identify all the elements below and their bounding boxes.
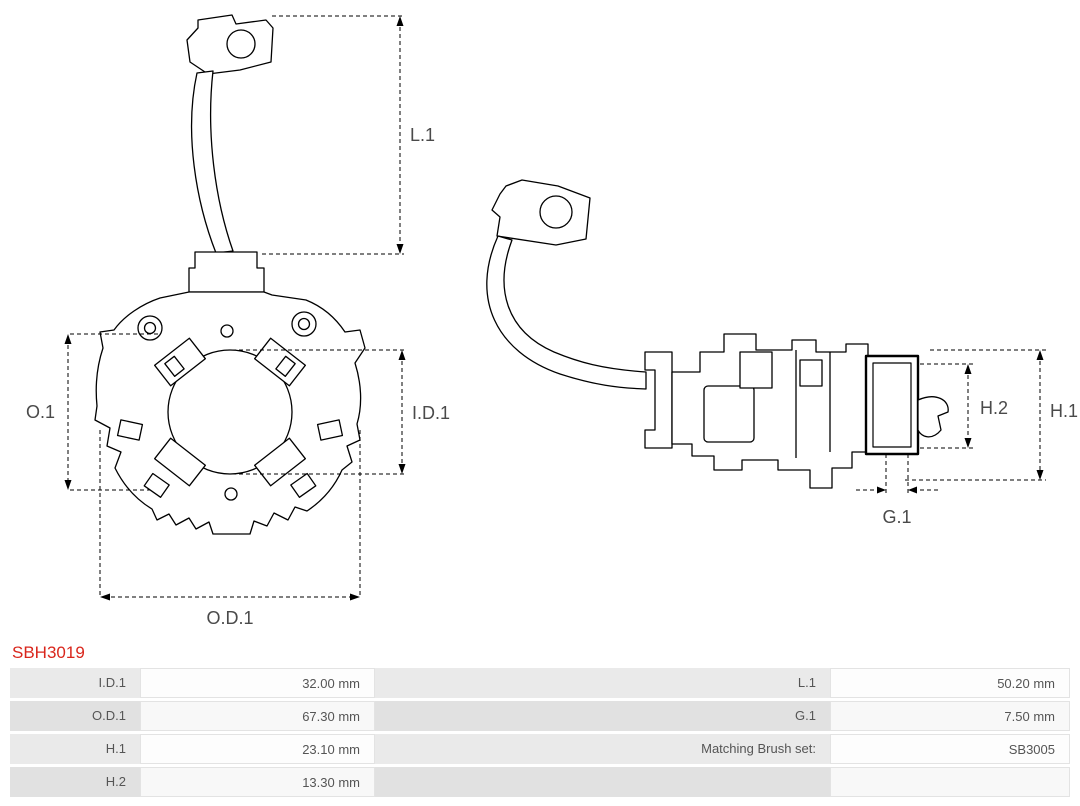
spec-label: O.D.1 [10, 701, 140, 731]
side-body-details [703, 350, 831, 458]
dim-label-h2: H.2 [980, 398, 1008, 418]
side-bracket [644, 351, 673, 449]
dimension-g1 [856, 454, 938, 496]
spec-value: 32.00 mm [140, 668, 375, 698]
inner-bore [167, 349, 293, 475]
lug-hole [226, 29, 256, 59]
spec-value: 23.10 mm [140, 734, 375, 764]
dim-label-id1: I.D.1 [412, 403, 450, 423]
lug-hole-side [539, 195, 573, 229]
spec-value: SB3005 [830, 734, 1070, 764]
connector-block [188, 251, 265, 293]
dimension-arrowheads [64, 16, 1044, 601]
lead-wire-side [486, 235, 647, 390]
dimension-h2 [920, 363, 974, 449]
part-number: SBH3019 [12, 643, 85, 662]
spec-label: H.2 [10, 767, 140, 797]
dim-label-h1: H.1 [1050, 401, 1078, 421]
spec-label: I.D.1 [10, 668, 140, 698]
spec-label: Matching Brush set: [375, 734, 830, 764]
spec-value: 67.30 mm [140, 701, 375, 731]
dimensions-front [67, 15, 406, 598]
spec-label: L.1 [375, 668, 830, 698]
spec-table: I.D.1 32.00 mm L.1 50.20 mm O.D.1 67.30 … [10, 668, 1070, 797]
spec-label [375, 767, 830, 797]
dimension-o1 [67, 333, 158, 491]
terminal-lug [186, 14, 274, 75]
dimensions-side [856, 349, 1046, 496]
rim-clips [116, 419, 344, 498]
hook-clip [917, 396, 949, 438]
lead-wire [190, 70, 234, 254]
dim-label-o1: O.1 [26, 402, 55, 422]
dimension-h1 [905, 349, 1046, 481]
technical-drawing: L.1 O.1 I.D.1 O.D.1 H.2 H.1 G.1 [26, 14, 1078, 628]
dimension-id1 [232, 349, 406, 475]
terminal-lug-side [491, 179, 591, 246]
spec-value: 13.30 mm [140, 767, 375, 797]
dimension-labels: L.1 O.1 I.D.1 O.D.1 H.2 H.1 G.1 [26, 125, 1078, 628]
dim-label-od1: O.D.1 [206, 608, 253, 628]
rivet-holes [137, 311, 317, 501]
front-view [94, 14, 366, 535]
dim-label-g1: G.1 [882, 507, 911, 527]
spec-value [830, 767, 1070, 797]
spec-label: H.1 [10, 734, 140, 764]
dim-label-l1: L.1 [410, 125, 435, 145]
carbon-brush [864, 354, 920, 456]
dimension-od1 [99, 430, 361, 598]
spec-value: 7.50 mm [830, 701, 1070, 731]
dimension-l1 [262, 15, 404, 255]
spec-value: 50.20 mm [830, 668, 1070, 698]
side-view [486, 179, 949, 489]
spec-label: G.1 [375, 701, 830, 731]
